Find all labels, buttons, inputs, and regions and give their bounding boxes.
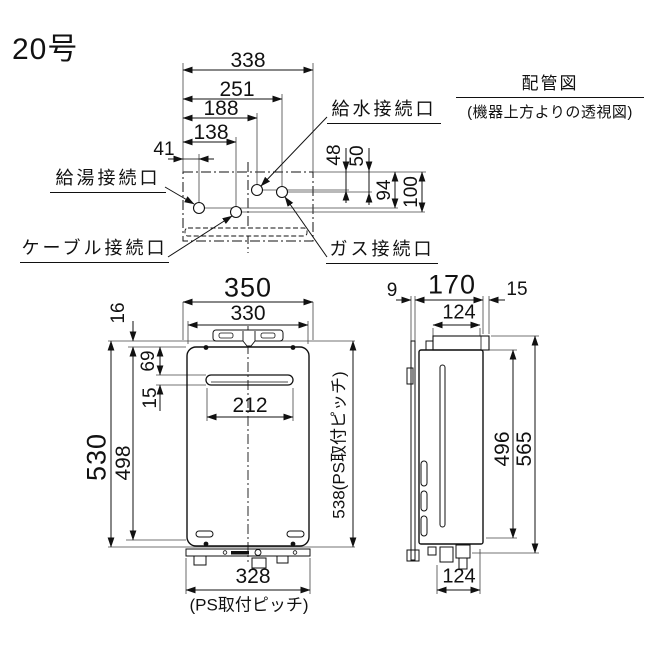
note-ps-mounting-pitch: (PS取付ピッチ) [189,595,309,615]
dim-front-330: 330 [230,302,266,325]
page-title: 20号 [12,33,79,66]
dim-front-15: 15 [140,387,161,409]
front-view [107,298,357,594]
hot-water-port [192,201,206,215]
dim-piping-94: 94 [374,179,395,201]
dim-front-328: 328 [235,565,271,588]
dim-side-170: 170 [427,269,477,300]
dim-side-15: 15 [506,279,528,300]
dim-piping-41: 41 [153,139,175,160]
dim-piping-48: 48 [324,144,345,166]
label-hot-water-port: 給湯接続口 [50,164,166,193]
dim-piping-338: 338 [230,49,266,72]
label-cable-port: ケーブル接続口 [20,234,169,263]
dim-piping-100: 100 [401,176,422,208]
dim-side-124-bottom: 124 [442,565,476,588]
dim-side-565: 565 [513,431,536,467]
dim-front-498: 498 [112,445,135,481]
dim-side-9: 9 [386,280,398,301]
gas-port [275,185,289,199]
piping-caption-title: 配管図 [456,69,644,98]
dim-front-16: 16 [108,302,129,324]
dim-piping-251: 251 [219,78,255,101]
dim-side-496: 496 [491,431,514,467]
piping-caption: 配管図 (機器上方よりの透視図) [456,69,644,122]
dim-side-124-top: 124 [442,301,476,324]
dim-piping-50: 50 [347,145,368,167]
label-water-supply-port: 給水接続口 [327,95,441,124]
dim-front-538-ps-pitch: 538(PS取付ピッチ) [329,371,349,519]
water-supply-port [250,183,264,197]
dim-front-69: 69 [138,350,159,372]
dim-front-530: 530 [81,432,112,482]
piping-top-view [164,63,426,258]
dim-piping-188: 188 [203,97,239,120]
cable-port [229,205,243,219]
side-view [396,296,539,594]
piping-caption-subtitle: (機器上方よりの透視図) [467,104,633,121]
dim-front-212: 212 [232,394,268,417]
dim-piping-138: 138 [193,121,229,144]
label-gas-port: ガス接続口 [326,235,438,264]
dim-front-350: 350 [223,272,273,303]
